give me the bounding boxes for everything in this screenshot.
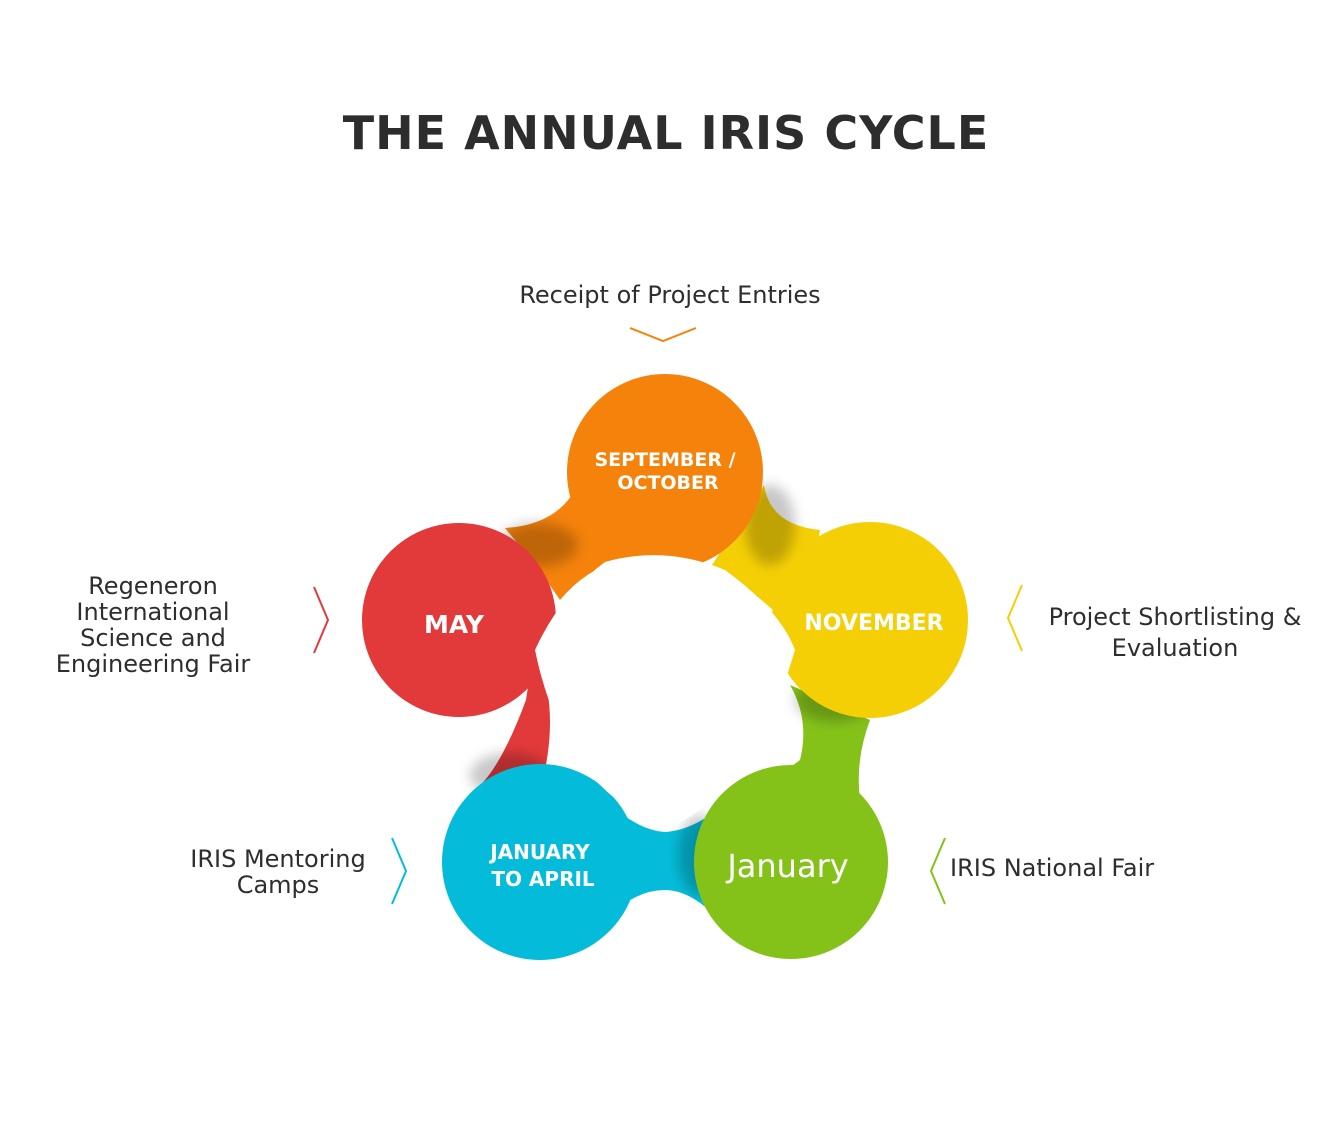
stage-description-mentoring: IRIS Mentoring Camps [190,845,366,899]
stage-circle-january-to-april [442,764,638,960]
stage-circle-january [694,765,888,959]
period-label: MAY [424,610,485,639]
chevron-down-icon [629,327,697,343]
center-hole [535,555,795,830]
stage-circle-november [772,522,968,718]
period-label: January [725,847,848,885]
stage-description-regeneron: Regeneron International Science and Engi… [55,572,251,678]
period-label: SEPTEMBER / [594,449,735,471]
period-label: JANUARY [488,840,590,864]
stage-description-receipt: Receipt of Project Entries [519,281,821,309]
page-title: THE ANNUAL IRIS CYCLE [342,106,990,160]
chevron-right-icon [391,837,408,905]
chevron-left-icon [1006,584,1023,652]
chevron-left-icon [929,837,946,905]
stage-description-shortlisting: Project Shortlisting & Evaluation [1048,603,1302,662]
stage-circle-may [362,523,556,717]
stage-circle-september-october [567,374,763,570]
period-label: TO APRIL [491,867,595,891]
ring-segment-red [475,530,560,790]
period-label: NOVEMBER [804,611,943,636]
stage-description-national-fair: IRIS National Fair [950,854,1155,882]
period-label: OCTOBER [617,472,719,494]
chevron-right-icon [313,586,330,654]
shadow-overlap [745,485,795,565]
